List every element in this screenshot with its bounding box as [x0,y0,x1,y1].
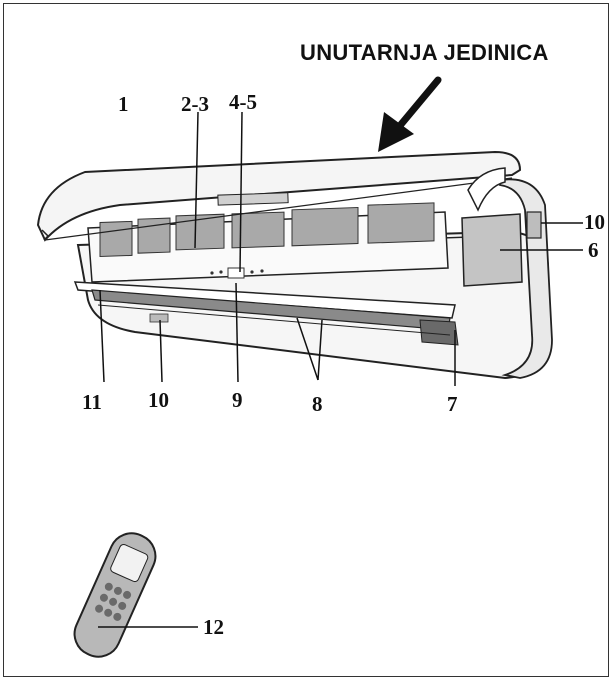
electrical-box-cover [461,213,523,287]
label-9: 9 [232,388,243,412]
label-4-5: 4-5 [229,90,257,114]
air-filters [87,202,449,283]
label-7: 7 [447,392,458,416]
title-arrow [378,76,442,152]
diagram-frame [3,3,609,677]
room-temp-sensor [526,211,542,239]
leader-lines [98,111,583,628]
label-2-3: 2-3 [181,92,209,116]
front-panel-lid [36,150,522,242]
label-8: 8 [312,392,323,416]
label-11: 11 [82,390,102,414]
label-6: 6 [588,238,599,262]
label-12: 12 [203,615,224,639]
air-outlet-louvers [73,281,459,346]
label-1: 1 [118,92,129,116]
label-10-right: 10 [584,210,605,234]
label-10-bottom: 10 [148,388,169,412]
diagram-title: UNUTARNJA JEDINICA [300,40,549,65]
remote-controller [73,532,157,658]
